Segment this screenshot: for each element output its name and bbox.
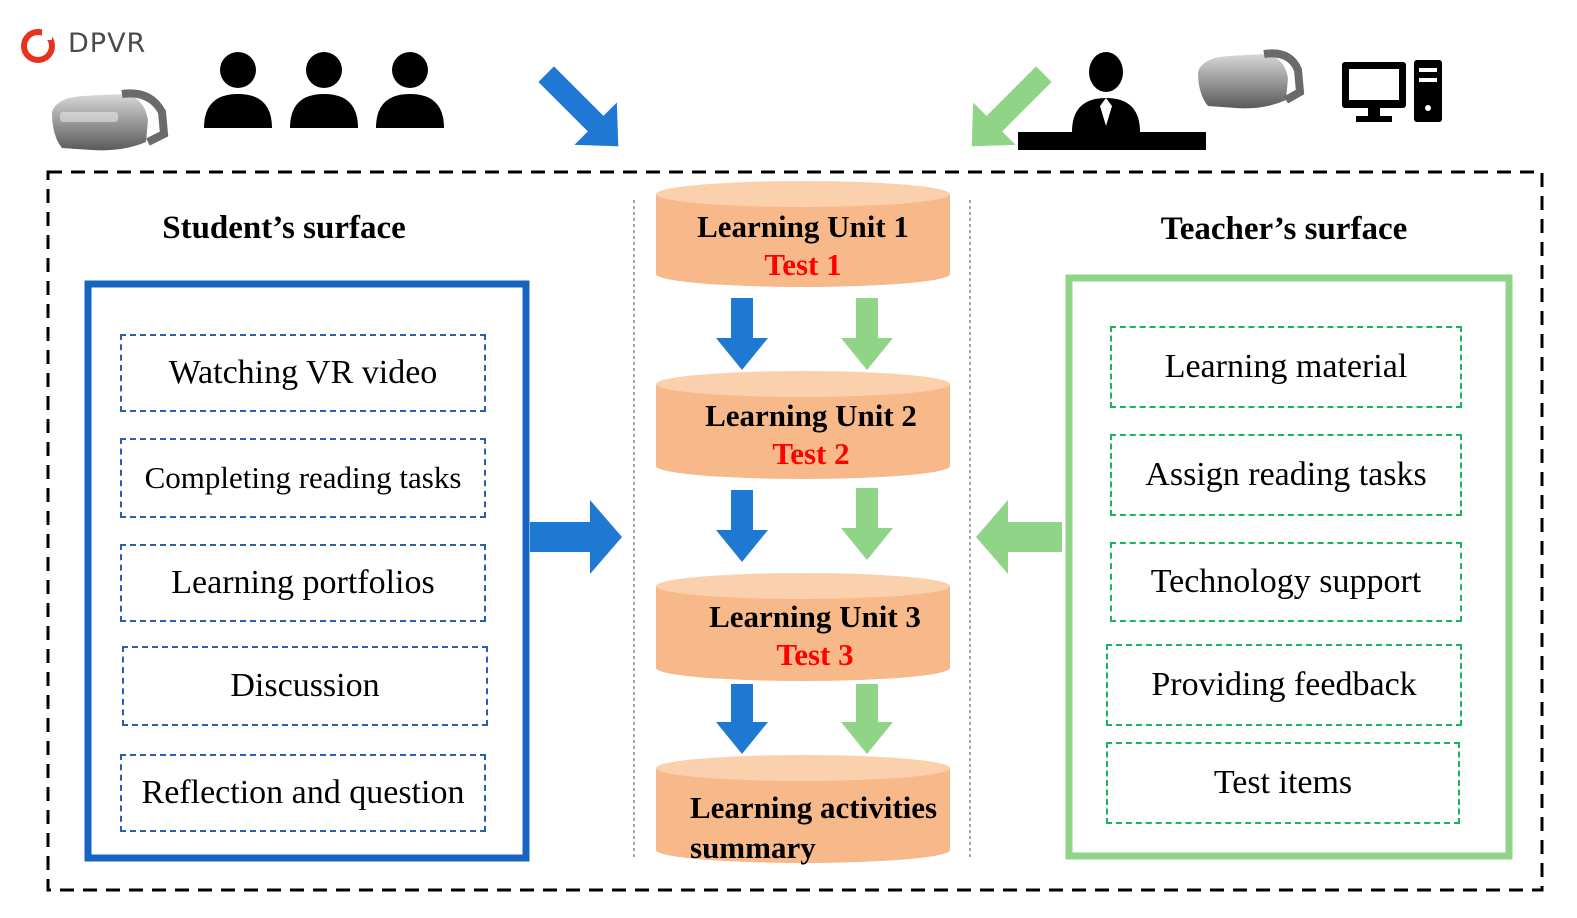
vr-headset-icon [1198,49,1305,109]
person-icon [290,52,358,128]
outer-frame [46,170,1544,892]
teacher-item: Test items [1106,742,1460,824]
down-arrow-green [841,684,893,754]
teacher-input-arrow [971,66,1052,147]
desktop-computer-icon [1342,60,1442,122]
teacher-item: Providing feedback [1106,644,1462,726]
down-arrow-green [841,298,893,370]
vr-headset-icon [52,89,169,151]
teacher-to-center-arrow [976,500,1062,574]
student-input-arrow [538,66,619,147]
student-item: Watching VR video [120,334,486,412]
unit-3-test: Test 3 [776,637,854,672]
teacher-item: Technology support [1110,542,1462,622]
student-item: Discussion [122,646,488,726]
teacher-item: Assign reading tasks [1110,434,1462,516]
person-icon [376,52,444,128]
down-arrow-blue [716,298,768,370]
unit-1-test: Test 1 [764,247,842,282]
person-icon [204,52,272,128]
summary-line-1: Learning activities [690,790,938,825]
unit-2-name: Learning Unit 2 [705,398,917,433]
down-arrow-blue [716,684,768,754]
unit-3-cylinder [656,573,950,681]
unit-1-label: Learning Unit 1 Test 1 [656,208,950,284]
summary-cylinder [656,755,950,863]
teacher-at-desk-icon [1018,52,1206,150]
student-group-icon [204,52,444,128]
teacher-surface-title: Teacher’s surface [1160,211,1408,247]
summary-line-2: summary [690,830,816,865]
student-surface-box [84,280,530,862]
student-to-center-arrow [530,500,622,574]
unit-1-name: Learning Unit 1 [697,209,909,244]
teacher-surface-box [1065,274,1513,860]
unit-2-cylinder [656,371,950,479]
unit-3-name: Learning Unit 3 [709,599,921,634]
dpvr-logo-icon [21,26,55,63]
unit-3-label: Learning Unit 3 Test 3 [668,598,962,674]
brand-name: DPVR [68,28,147,59]
student-item: Learning portfolios [120,544,486,622]
student-surface-title: Student’s surface [162,210,406,246]
teacher-item: Learning material [1110,326,1462,408]
down-arrow-blue [716,490,768,562]
unit-1-cylinder [656,181,950,287]
summary-label: Learning activities summary [690,788,952,868]
student-item: Reflection and question [120,754,486,832]
unit-2-label: Learning Unit 2 Test 2 [664,397,958,473]
unit-2-test: Test 2 [772,436,850,471]
student-item: Completing reading tasks [120,438,486,518]
down-arrow-green [841,488,893,560]
